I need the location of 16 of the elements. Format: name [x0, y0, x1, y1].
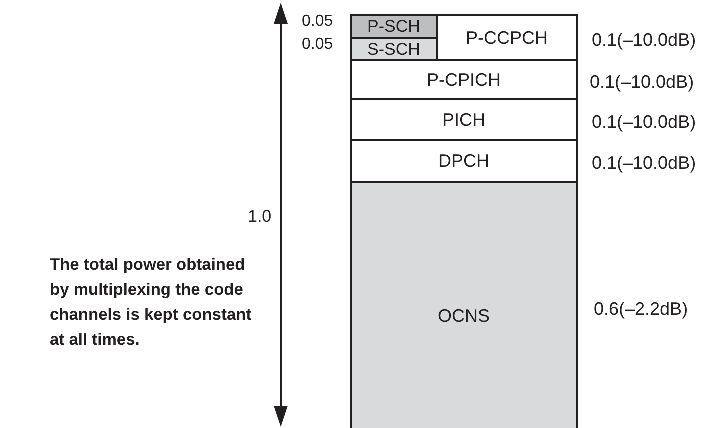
channel-block: PICH [350, 98, 578, 141]
power-value: 0.1(–10.0dB) [592, 31, 696, 49]
power-value: 0.05 [302, 14, 334, 30]
power-value: 0.1(–10.0dB) [592, 113, 696, 131]
power-value: 0.1(–10.0dB) [590, 73, 694, 91]
channel-block: S-SCH [350, 37, 438, 61]
channel-block: P-SCH [350, 14, 438, 39]
note-text: The total power obtained by multiplexing the code channels is kept constant at all times. [50, 255, 253, 351]
channel-block: P-CPICH [350, 59, 578, 100]
channel-block: OCNS [350, 181, 578, 428]
power-value: 0.05 [302, 37, 334, 53]
power-value: 0.6(–2.2dB) [594, 300, 688, 318]
power-value: 0.1(–10.0dB) [592, 154, 696, 172]
channel-block: P-CCPCH [436, 14, 578, 61]
channel-block: DPCH [350, 139, 578, 183]
scale-value: 1.0 [248, 208, 272, 225]
